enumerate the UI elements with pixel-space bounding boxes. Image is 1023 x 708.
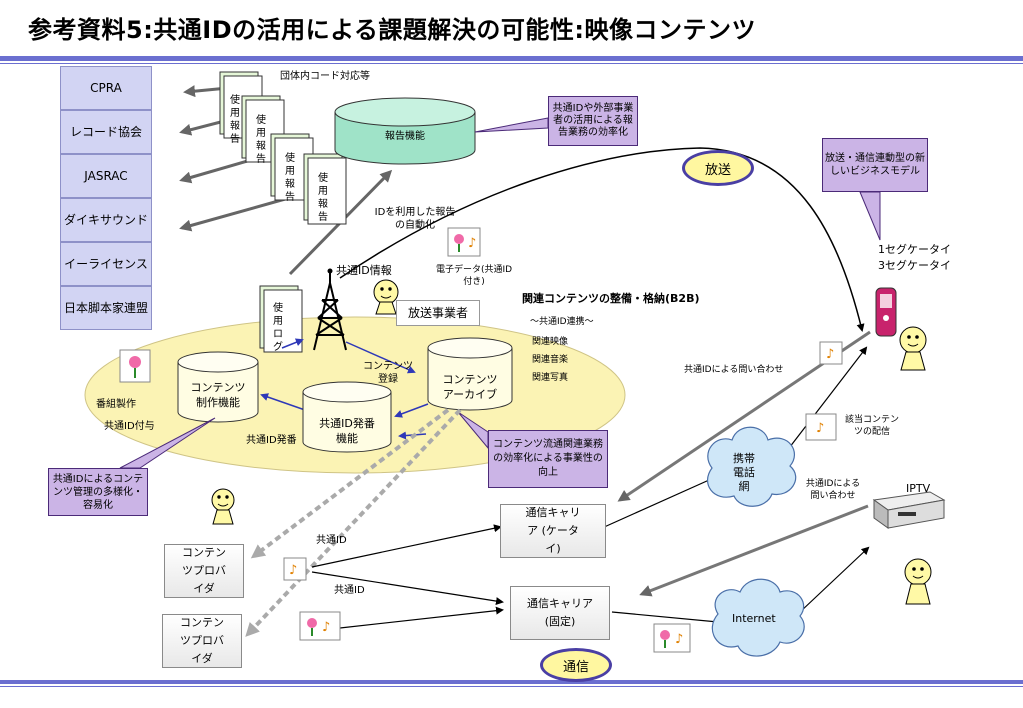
- org-record-association[interactable]: レコード協会: [60, 110, 152, 154]
- svg-text:♪: ♪: [289, 563, 297, 578]
- usage-doc-label-4: 使用報告: [318, 173, 328, 223]
- content-icons: ♪ ♪ ♪ ♪ ♪: [119, 227, 843, 653]
- iptv-icon: [872, 491, 946, 529]
- svg-text:♪: ♪: [816, 421, 824, 436]
- svg-text:♪: ♪: [468, 236, 476, 251]
- db-cylinders: [177, 337, 513, 453]
- report-db-label: 報告機能: [385, 131, 425, 142]
- related-item-video: 関連映像: [532, 337, 569, 347]
- telecom-tag: 通信: [540, 648, 612, 682]
- report-note-callout: [474, 117, 549, 133]
- broadcast-tag: 放送: [682, 150, 754, 186]
- phone-types-label: 1セグケータイ 3セグケータイ: [878, 243, 951, 272]
- id-numbering-label: 共通ID発番: [246, 435, 297, 446]
- org-daiki-sound[interactable]: ダイキサウンド: [60, 198, 152, 242]
- content-management-note: 共通IDによるコンテンツ管理の多様化・容易化: [48, 468, 148, 516]
- svg-text:♪: ♪: [826, 347, 834, 362]
- carrier-fixed-box: 通信キャリア (固定): [510, 586, 610, 640]
- auto-report-label: IDを利用した報告の自動化: [374, 207, 456, 231]
- report-efficiency-note: 共通IDや外部事業者の活用による報告業務の効率化: [548, 96, 638, 146]
- related-item-photo: 関連写真: [532, 373, 569, 383]
- org-screenwriters[interactable]: 日本脚本家連盟: [60, 286, 152, 330]
- usage-report-docs: [219, 71, 347, 353]
- id-grant-label: 共通ID付与: [104, 421, 155, 432]
- broadcaster-box: 放送事業者: [396, 300, 480, 326]
- org-jasrac[interactable]: JASRAC: [60, 154, 152, 198]
- id-issue-db-label: 共通ID発番機能: [319, 417, 375, 445]
- model-callout-pointer: [859, 191, 881, 241]
- telecom-arrows: [311, 346, 870, 629]
- svg-text:♪: ♪: [322, 620, 330, 635]
- related-heading: 関連コンテンツの整備・格納(B2B): [522, 292, 700, 305]
- inquiry-label-1: 共通IDによる問い合わせ: [684, 365, 784, 375]
- archive-db-label: コンテンツアーカイブ: [442, 373, 498, 401]
- code-mapping-label: 団体内コード対応等: [280, 71, 370, 82]
- distribution-efficiency-note: コンテンツ流通関連業務の効率化による事業性の向上: [488, 430, 608, 488]
- usage-doc-label-3: 使用報告: [285, 153, 295, 203]
- content-provider-box-2: コンテンツプロバイダ: [162, 614, 242, 668]
- usage-doc-label-2: 使用報告: [256, 115, 266, 165]
- broadcast-curve: [339, 147, 865, 332]
- id-label-1: 共通ID: [316, 535, 347, 546]
- edata-label: 電子データ(共通ID付き): [435, 265, 513, 287]
- mobile-phone-icon: [875, 287, 897, 337]
- mobile-net-label: 携帯電話網: [733, 452, 755, 493]
- internet-cloud: [711, 578, 805, 657]
- related-sub: ～共通ID連携～: [530, 317, 594, 327]
- svg-text:♪: ♪: [675, 632, 683, 647]
- antenna-tower: [313, 272, 347, 351]
- footer-rule: [0, 680, 1023, 684]
- content-provider-box-1: コンテンツプロバイダ: [164, 544, 244, 598]
- program-production-label: 番組製作: [96, 399, 136, 410]
- page-title: 参考資料5:共通IDの活用による課題解決の可能性:映像コンテンツ: [28, 16, 757, 44]
- usage-log-label: 使用ログ: [273, 303, 283, 353]
- internet-label: Internet: [732, 612, 776, 625]
- id-label-2: 共通ID: [334, 585, 365, 596]
- report-db: [334, 97, 476, 165]
- related-item-music: 関連音楽: [532, 355, 569, 365]
- title-rule: [0, 56, 1023, 61]
- delivery-label: 該当コンテンツの配信: [844, 415, 899, 437]
- antenna-top: [327, 268, 333, 274]
- title-rule-thin: [0, 63, 1023, 64]
- footer-rule-thin: [0, 686, 1023, 687]
- mobile-network-cloud: [706, 426, 797, 507]
- usage-doc-label-1: 使用報告: [230, 95, 240, 145]
- id-info-label: 共通ID情報: [336, 264, 392, 277]
- org-e-license[interactable]: イーライセンス: [60, 242, 152, 286]
- production-db-label: コンテンツ制作機能: [190, 381, 246, 409]
- new-business-model-note: 放送・通信連動型の新しいビジネスモデル: [822, 138, 928, 192]
- dashed-provider-arrows: [245, 408, 462, 637]
- content-reg-label: コンテンツ登録: [363, 361, 413, 385]
- org-cpra[interactable]: CPRA: [60, 66, 152, 110]
- iptv-label: IPTV: [906, 482, 931, 495]
- person-icons: [211, 279, 932, 605]
- inquiry-label-2: 共通IDによる問い合わせ: [805, 479, 861, 501]
- carrier-mobile-box: 通信キャリア (ケータイ): [500, 504, 606, 558]
